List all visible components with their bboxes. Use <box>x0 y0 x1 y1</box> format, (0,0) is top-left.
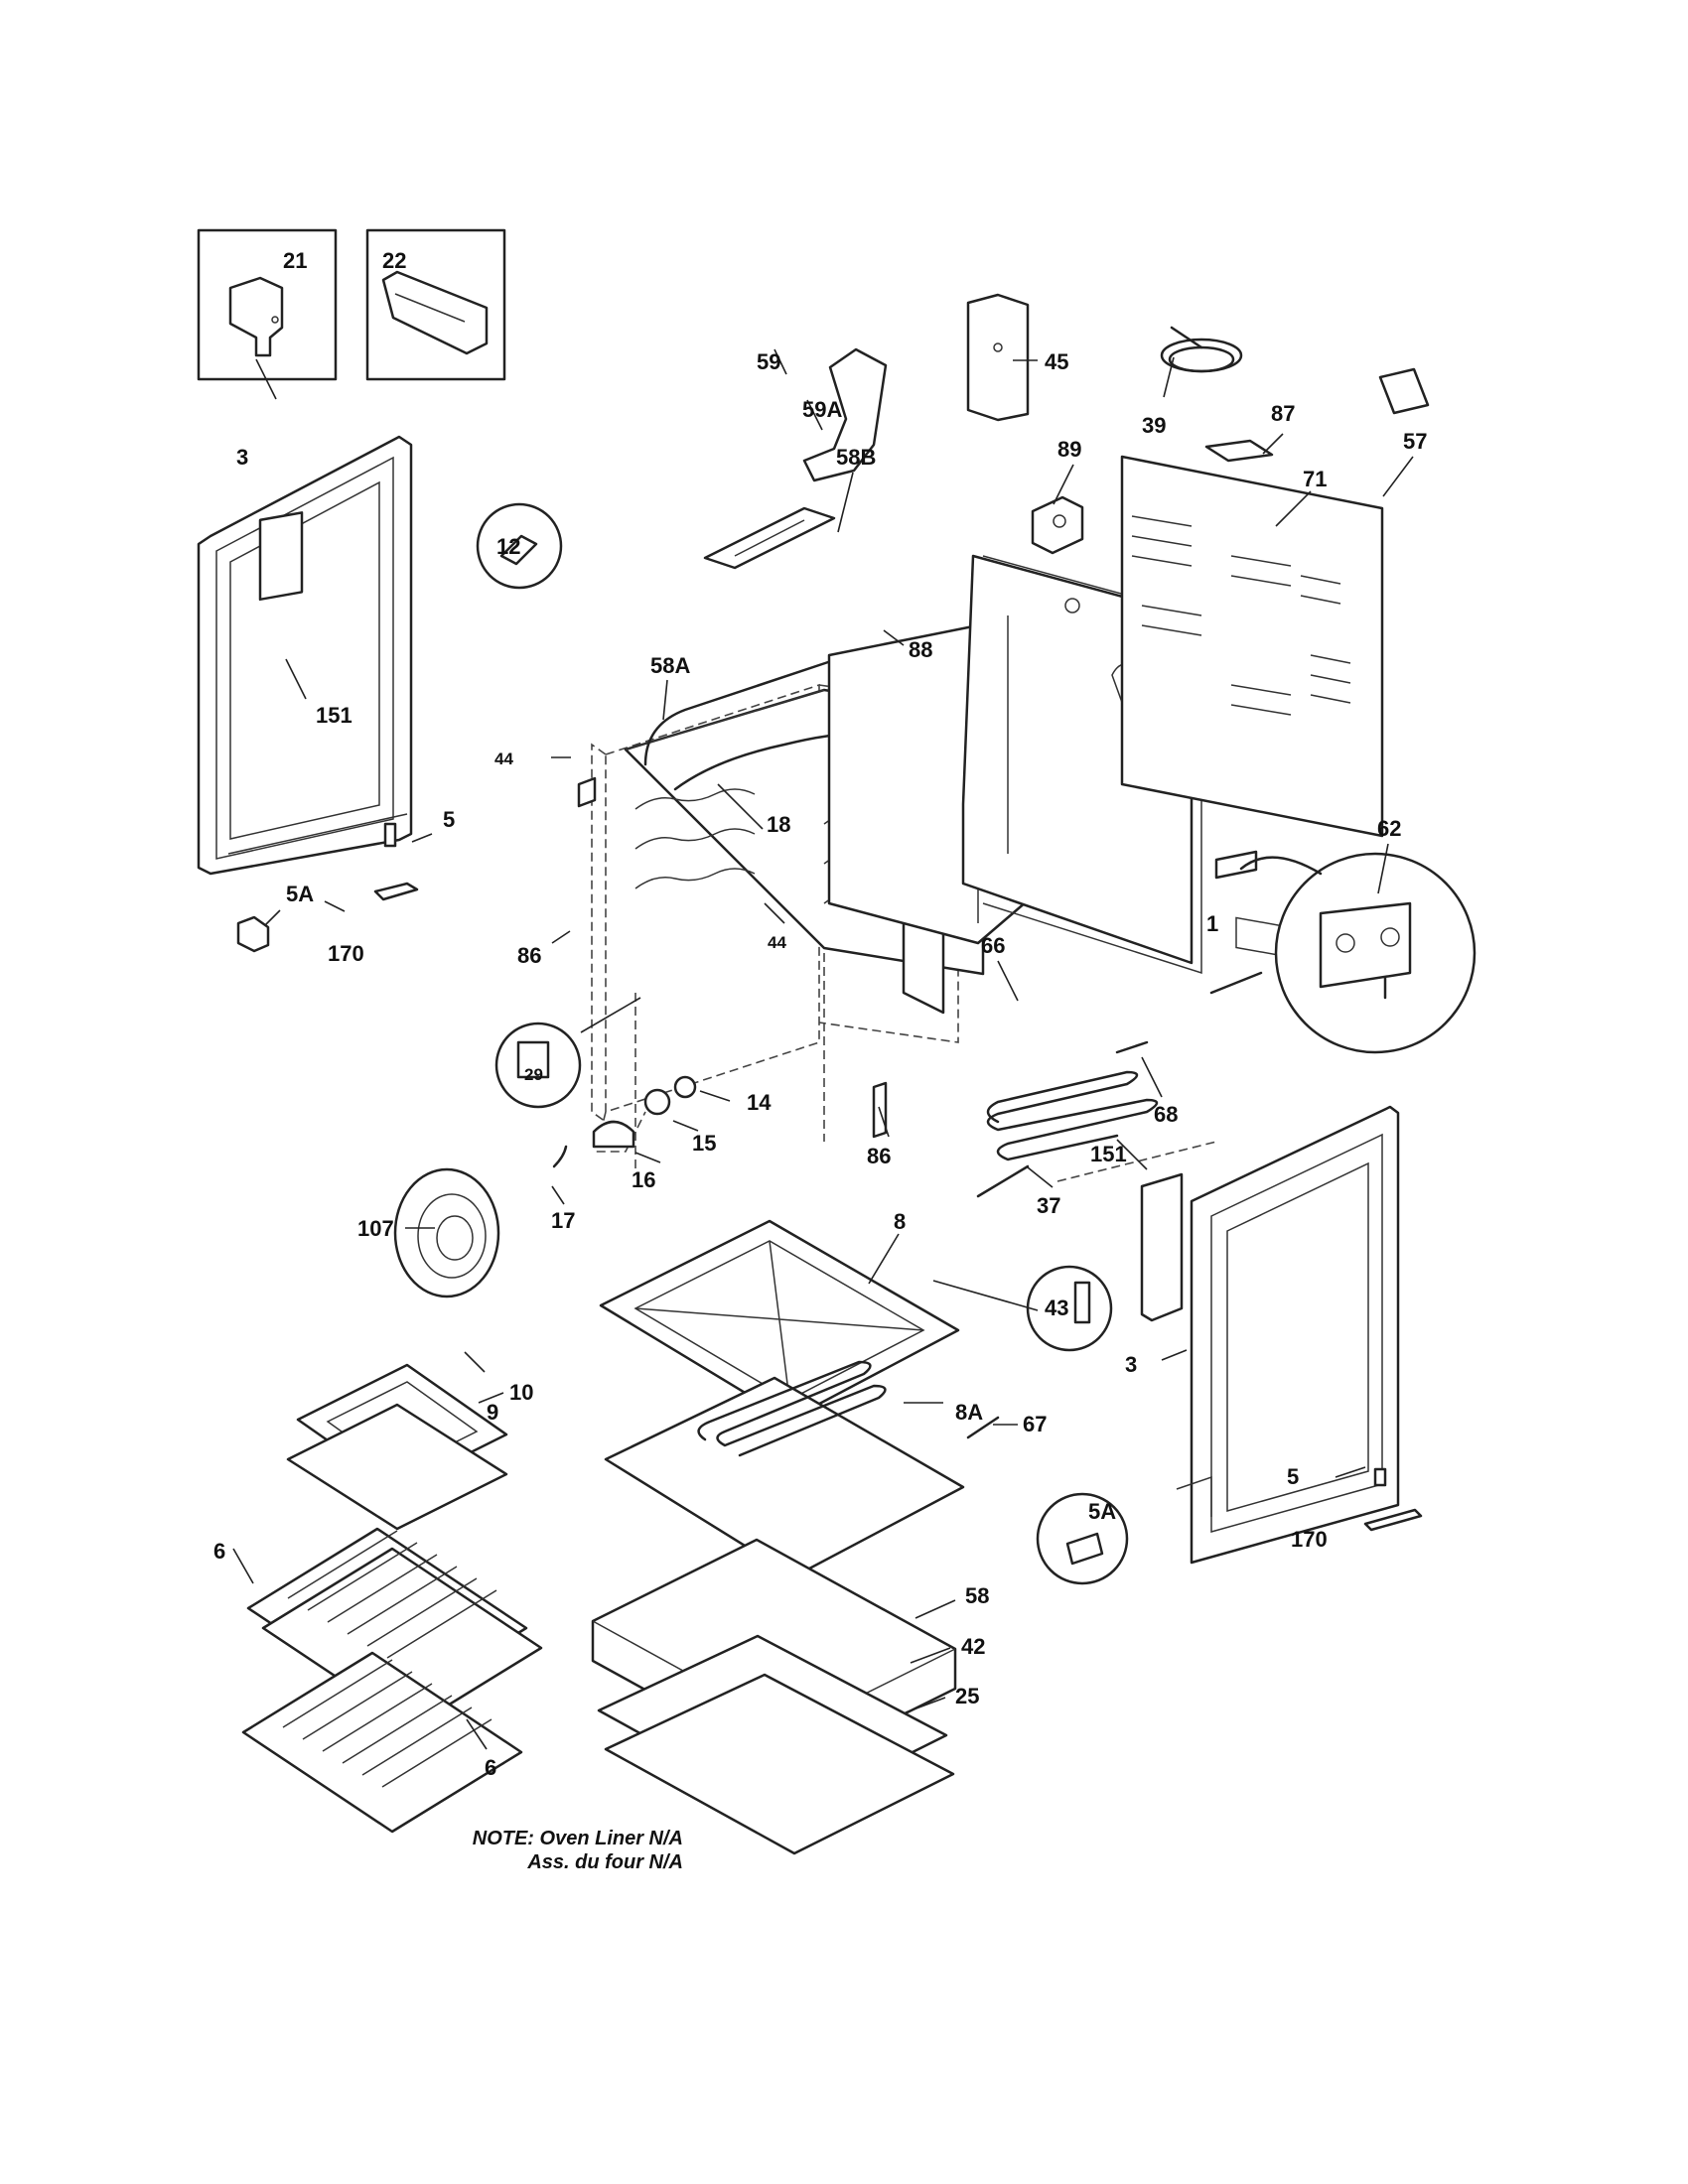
label-10: 10 <box>509 1380 533 1405</box>
label-44-left: 44 <box>494 750 513 768</box>
label-62: 62 <box>1377 816 1401 841</box>
label-22: 22 <box>382 248 406 273</box>
label-151-left: 151 <box>316 703 352 728</box>
label-25: 25 <box>955 1684 979 1708</box>
sensor-37 <box>976 1164 1030 1198</box>
bracket-89 <box>1031 495 1084 555</box>
label-9: 9 <box>487 1400 498 1425</box>
oven-door-left <box>197 435 413 876</box>
label-42: 42 <box>961 1634 985 1659</box>
hinge-right <box>1036 1467 1423 1585</box>
duct-cover-45 <box>966 293 1030 422</box>
label-6-bottom: 6 <box>485 1755 496 1780</box>
label-43: 43 <box>1045 1296 1068 1320</box>
label-57: 57 <box>1403 429 1427 454</box>
label-170-right: 170 <box>1291 1527 1328 1552</box>
plate-87 <box>1204 439 1274 463</box>
label-14: 14 <box>747 1090 772 1115</box>
label-5A-right: 5A <box>1088 1499 1116 1524</box>
note-block: NOTE: Oven Liner N/A Ass. du four N/A <box>473 1828 683 1873</box>
cover-25 <box>604 1673 955 1855</box>
broil-pan-10-9 <box>286 1363 508 1531</box>
label-37: 37 <box>1037 1193 1060 1218</box>
label-5A-left: 5A <box>286 882 314 906</box>
label-15: 15 <box>692 1131 716 1156</box>
label-89: 89 <box>1057 437 1081 462</box>
note-line-1: NOTE: Oven Liner N/A <box>473 1828 683 1849</box>
label-58: 58 <box>965 1583 989 1608</box>
oven-racks-6 <box>241 1527 543 1834</box>
inset-part-21 <box>197 228 338 381</box>
label-44-right: 44 <box>768 933 786 952</box>
screw-43 <box>1026 1265 1113 1352</box>
broil-element-66 <box>986 971 1263 1161</box>
label-6-top: 6 <box>213 1539 225 1564</box>
label-58A: 58A <box>650 653 690 678</box>
label-39: 39 <box>1142 413 1166 438</box>
label-45: 45 <box>1045 349 1068 374</box>
label-12: 12 <box>496 534 520 559</box>
label-18: 18 <box>767 812 790 837</box>
note-line-2: Ass. du four N/A <box>526 1851 683 1873</box>
label-86-right: 86 <box>867 1144 891 1168</box>
label-5-left: 5 <box>443 807 455 832</box>
hinge-left <box>236 822 419 953</box>
label-59A: 59A <box>802 397 842 422</box>
label-16: 16 <box>632 1167 655 1192</box>
label-29: 29 <box>524 1065 543 1084</box>
label-58B: 58B <box>836 445 876 470</box>
oven-door-right <box>1176 1105 1400 1565</box>
label-87: 87 <box>1271 401 1295 426</box>
part-labels: 21 22 3 151 5 5A 170 12 44 58A 18 44 86 … <box>213 248 1427 1780</box>
label-17: 17 <box>551 1208 575 1233</box>
label-8: 8 <box>894 1209 906 1234</box>
label-59: 59 <box>757 349 780 374</box>
inset-part-22 <box>365 228 506 381</box>
label-68: 68 <box>1154 1102 1178 1127</box>
label-5-right: 5 <box>1287 1464 1299 1489</box>
label-21: 21 <box>283 248 307 273</box>
label-67: 67 <box>1023 1412 1047 1436</box>
element-leader-68 <box>1056 1141 1217 1182</box>
cover-57 <box>1378 367 1430 415</box>
label-107: 107 <box>357 1216 394 1241</box>
label-3-right: 3 <box>1125 1352 1137 1377</box>
bake-element-8A <box>604 1360 1000 1578</box>
label-88: 88 <box>909 637 932 662</box>
duct-59 <box>703 347 888 570</box>
light-socket-parts <box>476 502 697 1168</box>
label-8A: 8A <box>955 1400 983 1425</box>
label-71: 71 <box>1303 467 1327 491</box>
leader-lines <box>232 348 1414 1750</box>
fan-cover-107 <box>393 1167 500 1298</box>
label-86-left: 86 <box>517 943 541 968</box>
label-170-left: 170 <box>328 941 364 966</box>
label-151-right: 151 <box>1090 1142 1127 1166</box>
rack-support-86-left <box>577 776 597 808</box>
label-1: 1 <box>1206 911 1218 936</box>
bracket-151-right <box>1140 1172 1184 1322</box>
terminal-block-62 <box>1214 850 1477 1054</box>
label-66: 66 <box>981 933 1005 958</box>
label-3-left: 3 <box>236 445 248 470</box>
power-cord-39 <box>1160 326 1243 373</box>
